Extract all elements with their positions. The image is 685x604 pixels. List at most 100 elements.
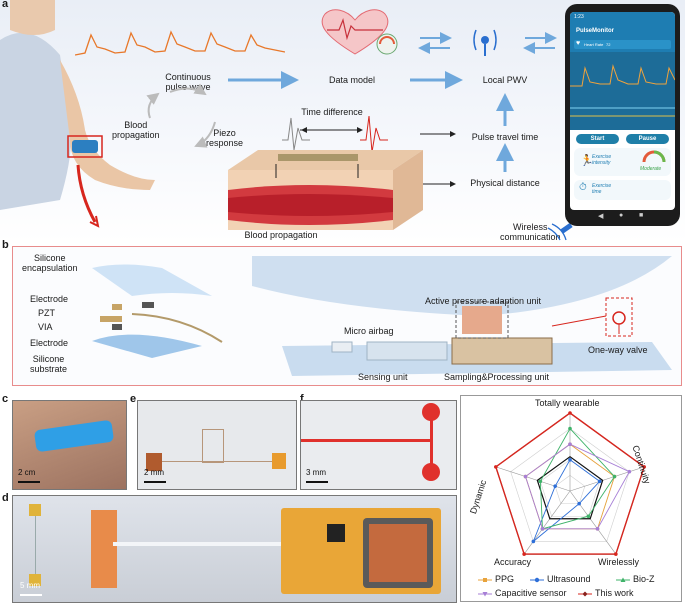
radar-point	[568, 411, 572, 415]
scale-label-f: 3 mm	[306, 468, 326, 477]
exercise-time-card	[574, 180, 671, 200]
one-way-valve-label: One-way valve	[588, 345, 648, 355]
radar-axis-line	[569, 490, 617, 555]
radar-grid-ring	[554, 475, 586, 504]
scale-bar-c	[18, 481, 40, 483]
heart-rate-label: Heart Rate	[584, 42, 604, 47]
sampling-processing-unit-label: Sampling&Processing unit	[444, 372, 550, 382]
local-pwv-label: Local PWV	[482, 75, 528, 85]
radar-series-bio-z	[539, 427, 616, 530]
scale-label-e: 2 mm	[144, 468, 164, 477]
sensing-unit-label: Sensing unit	[358, 372, 408, 382]
panel-label-b: b	[2, 239, 9, 251]
exercise-intensity-label: Exercise intensity	[592, 154, 612, 166]
radar-point	[577, 501, 581, 506]
nav-recent-icon[interactable]: ■	[639, 212, 644, 219]
radar-point	[540, 527, 545, 531]
time-difference-label: Time difference	[301, 107, 363, 117]
scale-bar-e	[144, 481, 166, 483]
radar-series-capacitive-sensor	[524, 443, 630, 530]
intensity-gauge-icon	[642, 150, 666, 163]
axis-label-accuracy: Accuracy	[494, 557, 532, 567]
scale-label-c: 2 cm	[18, 468, 36, 477]
micro-airbag-label: Micro airbag	[344, 326, 394, 336]
radar-point	[494, 465, 498, 469]
silicone-encapsulation-label: Silicone encapsulation	[22, 253, 78, 273]
radar-axis-line	[569, 466, 645, 492]
radar-series-ultrasound	[532, 459, 601, 542]
wrist-sensor-icon	[72, 140, 98, 153]
legend-ultrasound: Ultrasound	[530, 574, 591, 584]
electrode-bottom-label: Electrode	[30, 338, 69, 348]
panel-label-c: c	[2, 393, 9, 405]
radar-point	[568, 426, 572, 431]
panel-label-f: f	[300, 393, 304, 405]
phone-screen: 1:23 PulseMonitor ♥ Heart Rate 72 Start …	[570, 12, 675, 210]
exercise-time-label: Exercise time	[592, 183, 612, 195]
radar-grid-ring	[510, 428, 630, 542]
piezo-response-label: Piezo response	[206, 128, 244, 148]
legend-capacitive-sensor: Capacitive sensor	[478, 588, 567, 598]
radar-point	[522, 552, 526, 556]
axis-label-wirelessly: Wirelessly	[598, 557, 640, 567]
panel-label-a: a	[2, 0, 9, 10]
heart-rate-bar	[574, 40, 671, 49]
phone-pulse-chart	[570, 64, 675, 117]
pause-button[interactable]: Pause	[626, 134, 669, 144]
silicone-substrate-label: Silicone substrate	[30, 354, 68, 374]
app-title: PulseMonitor	[576, 28, 615, 34]
radar-point	[568, 442, 572, 446]
pzt-label: PZT	[38, 308, 55, 318]
radar-point	[568, 458, 572, 462]
wireless-communication-label: Wireless communication	[500, 222, 561, 242]
electrode-top-label: Electrode	[30, 294, 69, 304]
photo-full-device	[12, 495, 457, 603]
nav-home-icon[interactable]: ●	[619, 212, 624, 219]
scale-bar-f	[306, 481, 328, 483]
photo-wrist-band	[12, 400, 127, 490]
status-time: 1:23	[574, 14, 584, 20]
radar-series-this-work	[494, 412, 646, 555]
radar-axis-line	[523, 490, 571, 555]
radar-point	[642, 465, 646, 469]
timer-icon: ⏱	[579, 182, 587, 193]
radar-point	[531, 539, 536, 544]
radar-chart	[494, 411, 646, 556]
scale-bar-d	[20, 594, 42, 596]
smartphone: 1:23 PulseMonitor ♥ Heart Rate 72 Start …	[565, 4, 680, 226]
pulse-waveform	[75, 30, 285, 56]
via-label: VIA	[38, 322, 53, 332]
panel-a-arrows	[146, 29, 573, 241]
radar-point	[595, 527, 600, 531]
radar-axis-line	[495, 466, 571, 492]
panel-label-d: d	[2, 492, 9, 504]
blood-propagation-bottom-label: Blood propagation	[244, 230, 318, 240]
heart-rate-value: 72	[606, 42, 611, 47]
radar-point	[627, 469, 632, 474]
radar-point	[612, 474, 617, 479]
radar-point	[538, 479, 543, 484]
photo-channel	[300, 400, 457, 490]
blood-propagation-left-label: Blood propagation	[112, 120, 160, 140]
legend-ppg: PPG	[478, 574, 514, 584]
radar-point	[597, 479, 602, 484]
pulse-travel-time-label: Pulse travel time	[471, 132, 539, 142]
radar-point	[553, 484, 557, 488]
photo-flexible-sensor	[137, 400, 297, 490]
running-icon: 🏃	[580, 155, 594, 167]
heart-data-model-icon	[321, 9, 398, 55]
artery-cross-section	[228, 150, 423, 230]
radar-point	[523, 474, 528, 479]
start-button[interactable]: Start	[576, 134, 619, 144]
legend-this-work: This work	[578, 588, 634, 598]
data-model-label: Data model	[328, 75, 376, 85]
nav-back-icon[interactable]: ◀	[598, 213, 604, 220]
legend-bio-z: Bio-Z	[616, 574, 655, 584]
physical-distance-label: Physical distance	[470, 178, 540, 188]
scale-label-d: 5 mm	[20, 581, 40, 590]
person-arm-illustration	[0, 0, 155, 228]
intensity-level: Moderate	[640, 166, 662, 172]
antenna-icon	[473, 29, 497, 56]
radar-point	[586, 514, 591, 519]
axis-label-totally-wearable: Totally wearable	[535, 398, 600, 408]
